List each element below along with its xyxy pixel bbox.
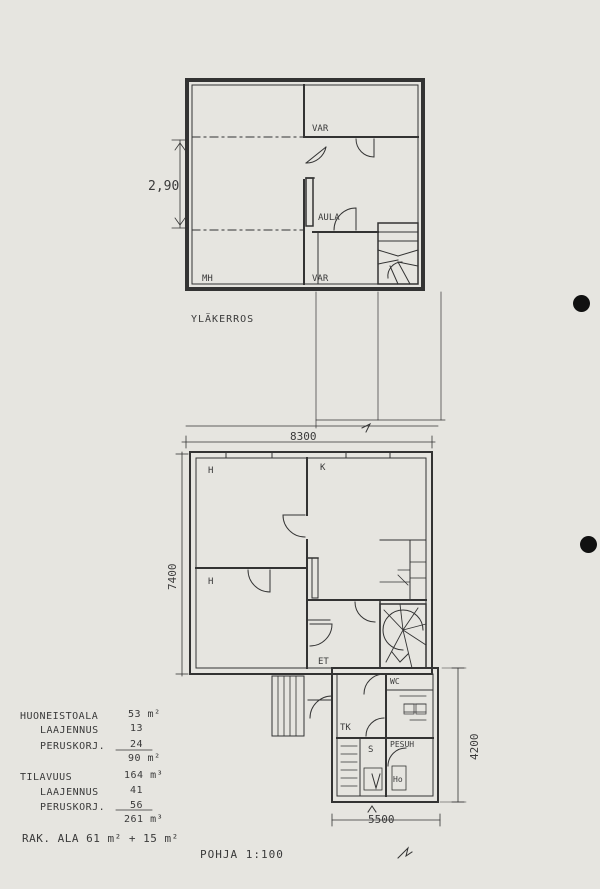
room-label-et: ET: [318, 657, 329, 667]
room-label-wc: WC: [390, 677, 400, 686]
plan-title: POHJA 1:100: [200, 848, 284, 861]
peruskorj-1-value: 24: [130, 739, 144, 750]
ext-depth-dimension: 4200: [468, 734, 481, 761]
room-label-ho: Ho: [393, 775, 403, 784]
room-label-h1: H: [208, 466, 213, 476]
room-label-var-bottom: VAR: [312, 274, 329, 284]
upper-floor-title: YLÄKERROS: [191, 312, 254, 325]
laajennus-1-label: LAAJENNUS: [40, 725, 99, 736]
laajennus-2-label: LAAJENNUS: [40, 787, 99, 798]
punch-hole-bottom: [580, 536, 597, 553]
ext-width-dimension: 5500: [368, 813, 395, 826]
room-label-h2: H: [208, 577, 213, 587]
ground-depth-dimension: 7400: [166, 564, 179, 591]
room-label-k: K: [320, 463, 326, 473]
huoneistoala-value: 53 m²: [128, 709, 161, 720]
drawing-labels: YLÄKERROS 2,90 VAR AULA MH VAR 8300 7400…: [148, 124, 481, 861]
ground-floor-plan: [175, 435, 467, 859]
ground-width-dimension: 8300: [290, 430, 317, 443]
peruskorj-2-label: PERUSKORJ.: [40, 802, 106, 813]
projection-lines: [185, 291, 446, 433]
area-sum-1: 90 m²: [128, 753, 161, 764]
tilavuus-value: 164 m³: [124, 770, 164, 781]
room-label-mh: MH: [202, 274, 213, 284]
laajennus-1-value: 13: [130, 723, 144, 734]
room-label-var-top: VAR: [312, 124, 329, 134]
punch-hole-top: [573, 295, 590, 312]
room-label-tk: TK: [340, 723, 351, 733]
volume-sum-2: 261 m³: [124, 814, 164, 825]
upper-height-dimension: 2,90: [148, 179, 179, 194]
peruskorj-2-value: 56: [130, 800, 144, 811]
peruskorj-1-label: PERUSKORJ.: [40, 741, 106, 752]
room-label-pesuh: PESUH: [390, 740, 414, 749]
upper-floor-plan: [171, 78, 425, 291]
rak-ala: RAK. ALA 61 m² + 15 m²: [22, 832, 179, 845]
tilavuus-label: TILAVUUS: [20, 772, 73, 783]
huoneistoala-label: HUONEISTOALA: [20, 711, 99, 722]
room-label-aula: AULA: [318, 213, 340, 223]
area-table-lines: [115, 749, 153, 811]
room-label-s: S: [368, 745, 373, 755]
laajennus-2-value: 41: [130, 785, 144, 796]
